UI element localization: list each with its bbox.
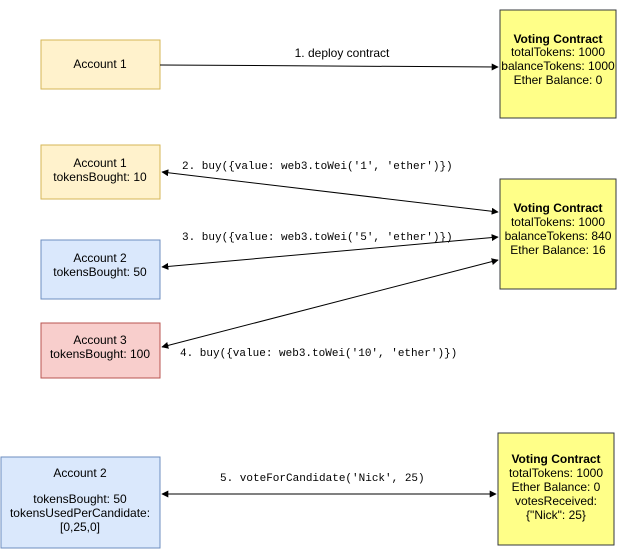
account-2-tokens-bought: tokensBought: 50: [53, 265, 147, 279]
contract-total-tokens: totalTokens: 1000: [511, 45, 605, 59]
account-1-buy-label: Account 1: [73, 156, 127, 170]
account-3-tokens-bought: tokensBought: 100: [50, 347, 150, 361]
account-2-buy-label: Account 2: [73, 251, 127, 265]
contract-vote-total-tokens: totalTokens: 1000: [509, 466, 603, 480]
buy-arrow-account-1: [161, 169, 499, 215]
contract-votes-received-values: {"Nick": 25}: [526, 508, 586, 522]
contract-title: Voting Contract: [513, 32, 602, 46]
account-1-box: [40, 39, 161, 90]
contract-vote-title: Voting Contract: [511, 452, 600, 466]
account-2-vote-tokens-bought: tokensBought: 50: [33, 492, 127, 506]
scene-vote: Account 2 tokensBought: 50 tokensUsedPer…: [0, 432, 615, 549]
vote-edge-label: 5. voteForCandidate('Nick', 25): [220, 473, 425, 485]
voting-contract-box-initial: [499, 9, 617, 119]
account-2-tokens-used: tokensUsedPerCandidate:: [10, 506, 150, 520]
scene-buy: Account 1 tokensBought: 10 Account 2 tok…: [40, 144, 617, 379]
account-1-label: Account 1: [73, 57, 127, 71]
buy-arrow-account-3: [161, 258, 499, 349]
buy-edge-label-2: 2. buy({value: web3.toWei('1', 'ether')}…: [182, 161, 453, 173]
deploy-arrow: [159, 63, 499, 71]
account-1-tokens-bought: tokensBought: 10: [53, 170, 147, 184]
account-2-tokens-used-values: [0,25,0]: [60, 520, 100, 534]
account-2-box-vote: [0, 456, 161, 549]
contract-buy-title: Voting Contract: [513, 201, 602, 215]
account-1-box-buy: [40, 144, 161, 200]
contract-balance-tokens: balanceTokens: 1000: [501, 59, 615, 73]
account-3-box-buy: [40, 322, 161, 379]
scene-deploy: Account 1 Voting Contract totalTokens: 1…: [40, 9, 617, 119]
contract-buy-total-tokens: totalTokens: 1000: [511, 215, 605, 229]
contract-buy-balance-tokens: balanceTokens: 840: [505, 229, 612, 243]
contract-buy-ether-balance: Ether Balance: 16: [510, 243, 606, 257]
account-2-vote-label: Account 2: [53, 466, 107, 480]
contract-vote-ether-balance: Ether Balance: 0: [512, 480, 601, 494]
contract-votes-received: votesReceived:: [515, 494, 597, 508]
contract-ether-balance: Ether Balance: 0: [514, 73, 603, 87]
buy-edge-label-4: 4. buy({value: web3.toWei('10', 'ether')…: [180, 348, 457, 360]
account-3-buy-label: Account 3: [73, 333, 127, 347]
voting-contract-box-vote: [497, 432, 615, 546]
voting-contract-box-buy: [499, 178, 617, 290]
buy-edge-label-3: 3. buy({value: web3.toWei('5', 'ether')}…: [182, 232, 453, 244]
deploy-edge-label: 1. deploy contract: [295, 46, 390, 60]
account-2-box-buy: [40, 239, 161, 300]
